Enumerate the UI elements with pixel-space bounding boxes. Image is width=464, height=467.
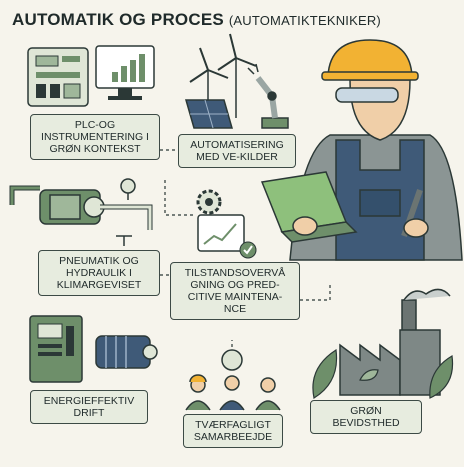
monitor-chart-icon	[95, 45, 155, 100]
title-main: AUTOMATIK OG PROCES	[12, 10, 224, 29]
label-automation-renewables: AUTOMATISERING MED VE-KILDER	[178, 134, 296, 168]
gear-icon	[196, 189, 222, 215]
label-green-awareness: GRØN BEVIDSTHED	[310, 400, 422, 434]
plc-panel-icon	[27, 47, 89, 107]
page-title: AUTOMATIK OG PROCES (AUTOMATIKTEKNIKER)	[12, 10, 381, 30]
engineer-illustration	[260, 39, 463, 261]
robot-arm-icon	[247, 63, 289, 129]
title-subtitle: (AUTOMATIKTEKNIKER)	[228, 13, 381, 28]
label-collaboration: TVÆRFAGLIGT SAMARBEEJDE	[183, 414, 283, 448]
tablet-chart-icon	[197, 214, 245, 252]
valve-icon	[116, 178, 136, 246]
motor-icon	[95, 335, 158, 369]
team-icon	[185, 349, 281, 411]
label-plc-instrumentation: PLC-OG INSTRUMENTERING I GRØN KONTEKST	[30, 114, 160, 160]
pump-icon	[9, 185, 153, 230]
control-cabinet-icon	[29, 315, 83, 383]
label-pneumatics-hydraulics: PNEUMATIK OG HYDRAULIK I KLIMARGEVISET	[38, 250, 160, 296]
leaf-icon	[312, 348, 454, 399]
label-condition-monitoring: TILSTANDSOVERVÅ GNING OG PRED- CITIVE MA…	[170, 262, 300, 320]
solar-panel-icon	[185, 99, 233, 129]
label-energy-efficient: ENERGIEFFEKTIV DRIFT	[30, 390, 148, 424]
checkmark-icon	[239, 241, 257, 259]
